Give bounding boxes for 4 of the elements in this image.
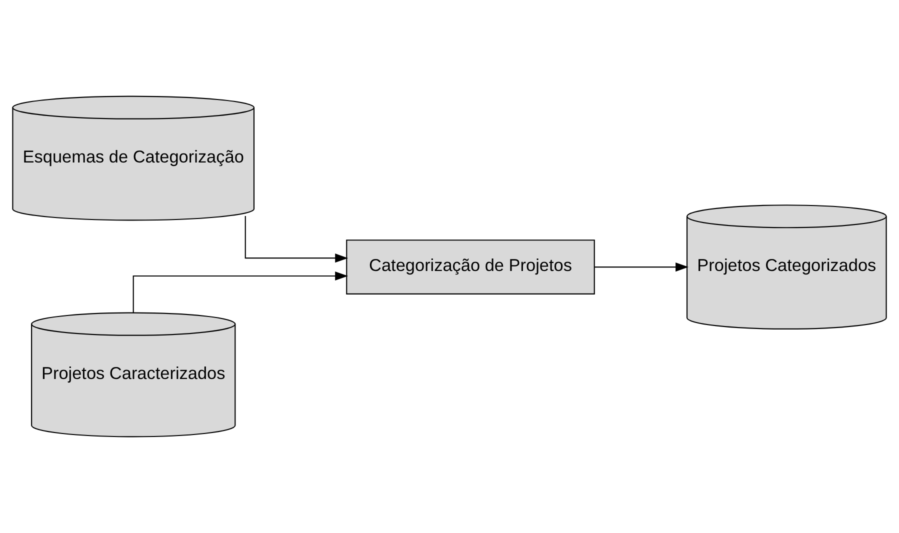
arrow	[244, 216, 348, 263]
node-box: Categorização de Projetos	[346, 240, 595, 294]
arrow	[132, 271, 348, 313]
arrow	[594, 262, 688, 272]
